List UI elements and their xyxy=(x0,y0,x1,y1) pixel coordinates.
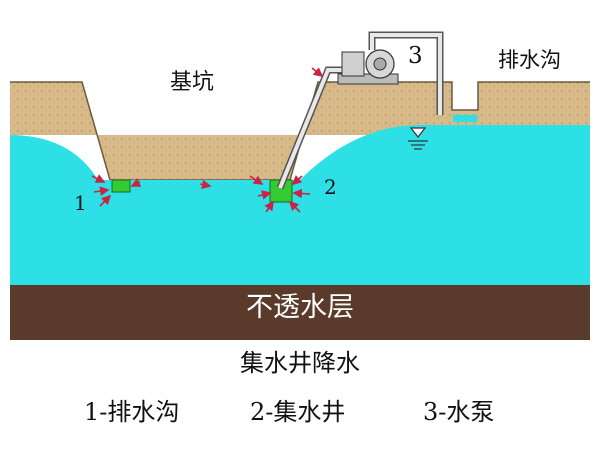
seepage-arrow xyxy=(99,194,112,207)
seepage-arrow xyxy=(264,200,274,213)
water-level-symbol xyxy=(408,127,428,150)
label-3: 3 xyxy=(408,43,423,69)
soil-layer xyxy=(10,82,590,180)
label-2: 2 xyxy=(324,175,337,199)
seepage-arrow xyxy=(291,175,303,186)
drain-ditch xyxy=(111,179,131,193)
caption-title: 集水井降水 xyxy=(240,349,360,377)
seepage-arrow xyxy=(292,188,311,199)
seepage-arrow xyxy=(249,175,264,185)
impermeable-layer xyxy=(10,285,590,340)
seepage-arrow xyxy=(311,67,324,77)
seepage-arrow xyxy=(257,190,272,200)
legend-item: 3-水泵 xyxy=(423,398,495,426)
water-pump xyxy=(337,49,399,85)
seepage-arrow xyxy=(93,186,110,196)
seepage-arrow xyxy=(91,174,106,183)
ditch-top-label: 排水沟 xyxy=(498,48,561,72)
seepage-arrow xyxy=(130,178,142,187)
legend-item: 2-集水井 xyxy=(250,398,346,426)
pit-label: 基坑 xyxy=(170,70,215,95)
impermeable-layer-label: 不透水层 xyxy=(246,292,354,323)
aquifer-water xyxy=(10,125,590,285)
seepage-arrow xyxy=(288,200,301,213)
seepage-arrows xyxy=(91,67,324,213)
legend-item: 1-排水沟 xyxy=(84,398,180,426)
seepage-arrow xyxy=(199,179,212,190)
label-1: 1 xyxy=(74,191,87,215)
top-ditch-water xyxy=(453,115,477,122)
